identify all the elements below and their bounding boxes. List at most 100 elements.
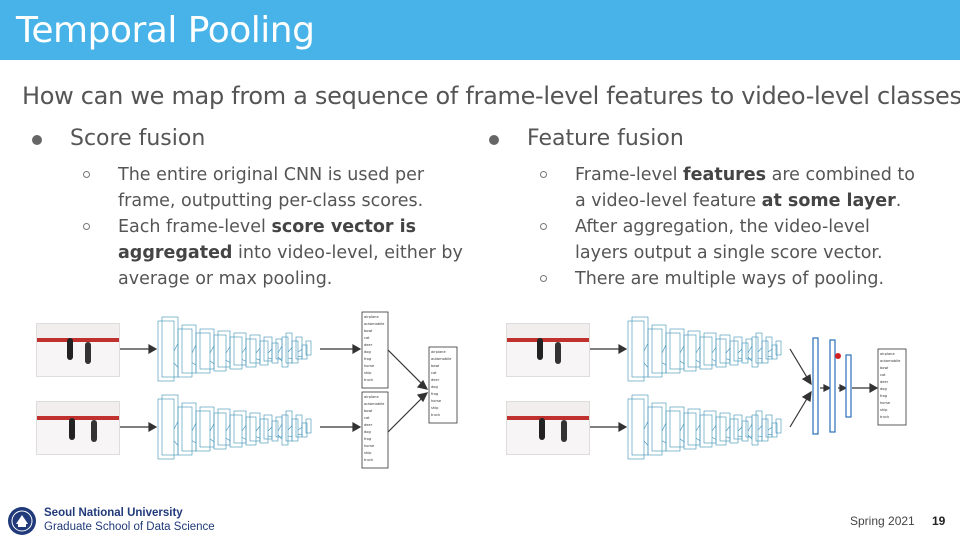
class-label: automobile [431, 357, 452, 361]
class-label: bowl [364, 409, 372, 413]
cnn-connection [738, 427, 742, 431]
class-label: truck [880, 415, 890, 419]
cnn-layer-block [272, 421, 278, 441]
score-fusion-list: The entire original CNN is used per fram… [30, 162, 480, 292]
cnn-network-1 [158, 317, 311, 381]
cnn-connection [210, 439, 214, 442]
cnn-connection [256, 359, 260, 361]
cnn-connection [680, 361, 684, 364]
class-label: frog [431, 392, 438, 396]
item-text: After aggregation, the video-level layer… [575, 217, 883, 263]
class-label: horse [364, 364, 375, 368]
arrow-cnn1-to-fusion [790, 349, 808, 379]
item-text: The entire original CNN is used per fram… [118, 165, 424, 211]
cnn-layer-block [296, 415, 302, 437]
cnn-network-2 [158, 395, 311, 459]
class-label: horse [880, 401, 891, 405]
bullet-dot-icon [32, 135, 42, 145]
class-label: horse [431, 399, 442, 403]
bullet-ring-icon [540, 275, 547, 282]
slide-question: How can we map from a sequence of frame-… [22, 82, 960, 110]
cnn-layer-block [292, 341, 298, 363]
cnn-layer-block [632, 317, 648, 377]
cnn-layer-block [292, 419, 298, 441]
score-fusion-item: Each frame-level score vector is aggrega… [30, 214, 480, 292]
cnn-layer-block [276, 417, 282, 437]
cnn-connection [298, 427, 302, 430]
cnn-connection [242, 425, 246, 431]
cnn-connection [192, 441, 196, 443]
class-label: cat [364, 416, 370, 420]
cnn-connection [288, 358, 292, 359]
cnn-connection [712, 425, 716, 431]
feature-fusion-item: There are multiple ways of pooling. [487, 266, 927, 292]
cnn-layer-block [684, 413, 696, 449]
class-label: deer [880, 380, 889, 384]
cnn-connection [712, 437, 716, 439]
class-label: ship [364, 451, 372, 455]
cnn-connection [210, 361, 214, 364]
cnn-connection [748, 424, 752, 431]
cnn-layer-block [666, 411, 680, 451]
class-label: airplane [364, 395, 379, 399]
cnn-connection [726, 437, 730, 439]
cnn-connection [226, 425, 230, 431]
class-label: frog [880, 394, 887, 398]
cnn-connection [662, 441, 666, 443]
cnn-connection [696, 360, 700, 362]
item-text: Frame-level [575, 165, 683, 185]
cnn-connection [726, 348, 730, 353]
cnn-layer-block [700, 415, 712, 447]
cnn-connection [298, 349, 302, 352]
snu-logo-icon [7, 506, 37, 536]
cnn-connection [768, 427, 772, 430]
class-label: bowl [880, 366, 888, 370]
cnn-connection [256, 348, 260, 353]
cnn-connection [662, 423, 666, 431]
cnn-connection [768, 349, 772, 352]
cnn-layer-block [632, 395, 648, 455]
footer-university: Seoul National University [44, 507, 183, 519]
class-label: deer [364, 343, 373, 347]
score-fusion-diagram: airplaneautomobilebowlcatdeerdogfroghors… [30, 305, 470, 480]
cnn-layer-block [648, 407, 662, 455]
cnn-connection [680, 346, 684, 353]
cnn-connection [680, 439, 684, 442]
cnn-layer-block [666, 333, 680, 373]
score-fusion-heading-item: Score fusion [30, 126, 480, 158]
cnn-layer-block [296, 337, 302, 359]
cnn-connection [226, 360, 230, 362]
class-label: bowl [431, 364, 439, 368]
cnn-layer-block [700, 337, 712, 369]
class-label: cat [880, 373, 886, 377]
cnn-connection [192, 363, 196, 365]
cnn-layer-block [230, 415, 242, 447]
score-fusion-item: The entire original CNN is used per fram… [30, 162, 480, 214]
cnn-connection [758, 358, 762, 359]
class-label: cat [431, 371, 437, 375]
cnn-layer-block [158, 321, 174, 381]
class-label: ship [364, 371, 372, 375]
cnn-layer-block [742, 343, 748, 363]
cnn-connection [192, 423, 196, 431]
cnn-layer-block [214, 335, 226, 371]
arrow-scores2-to-video [388, 397, 423, 432]
cnn-connection [644, 421, 648, 429]
class-label: deer [364, 423, 373, 427]
item-text: . [896, 191, 902, 211]
cnn-connection [268, 436, 272, 437]
arrow-scores1-to-video [388, 350, 423, 385]
cnn-layer-block [282, 337, 288, 367]
cnn-layer-block [282, 415, 288, 445]
cnn-layer-block [752, 337, 758, 367]
cnn-connection [726, 359, 730, 361]
cnn-connection [226, 347, 230, 353]
cnn-connection [696, 438, 700, 440]
class-label: horse [364, 444, 375, 448]
cnn-connection [644, 441, 648, 445]
bullet-ring-icon [540, 171, 547, 178]
cnn-connection [210, 424, 214, 431]
feature-fusion-figure: airplaneautomobilebowlcatdeerdogfroghors… [500, 305, 920, 480]
cnn-connection [256, 426, 260, 431]
cnn-connection [644, 363, 648, 367]
